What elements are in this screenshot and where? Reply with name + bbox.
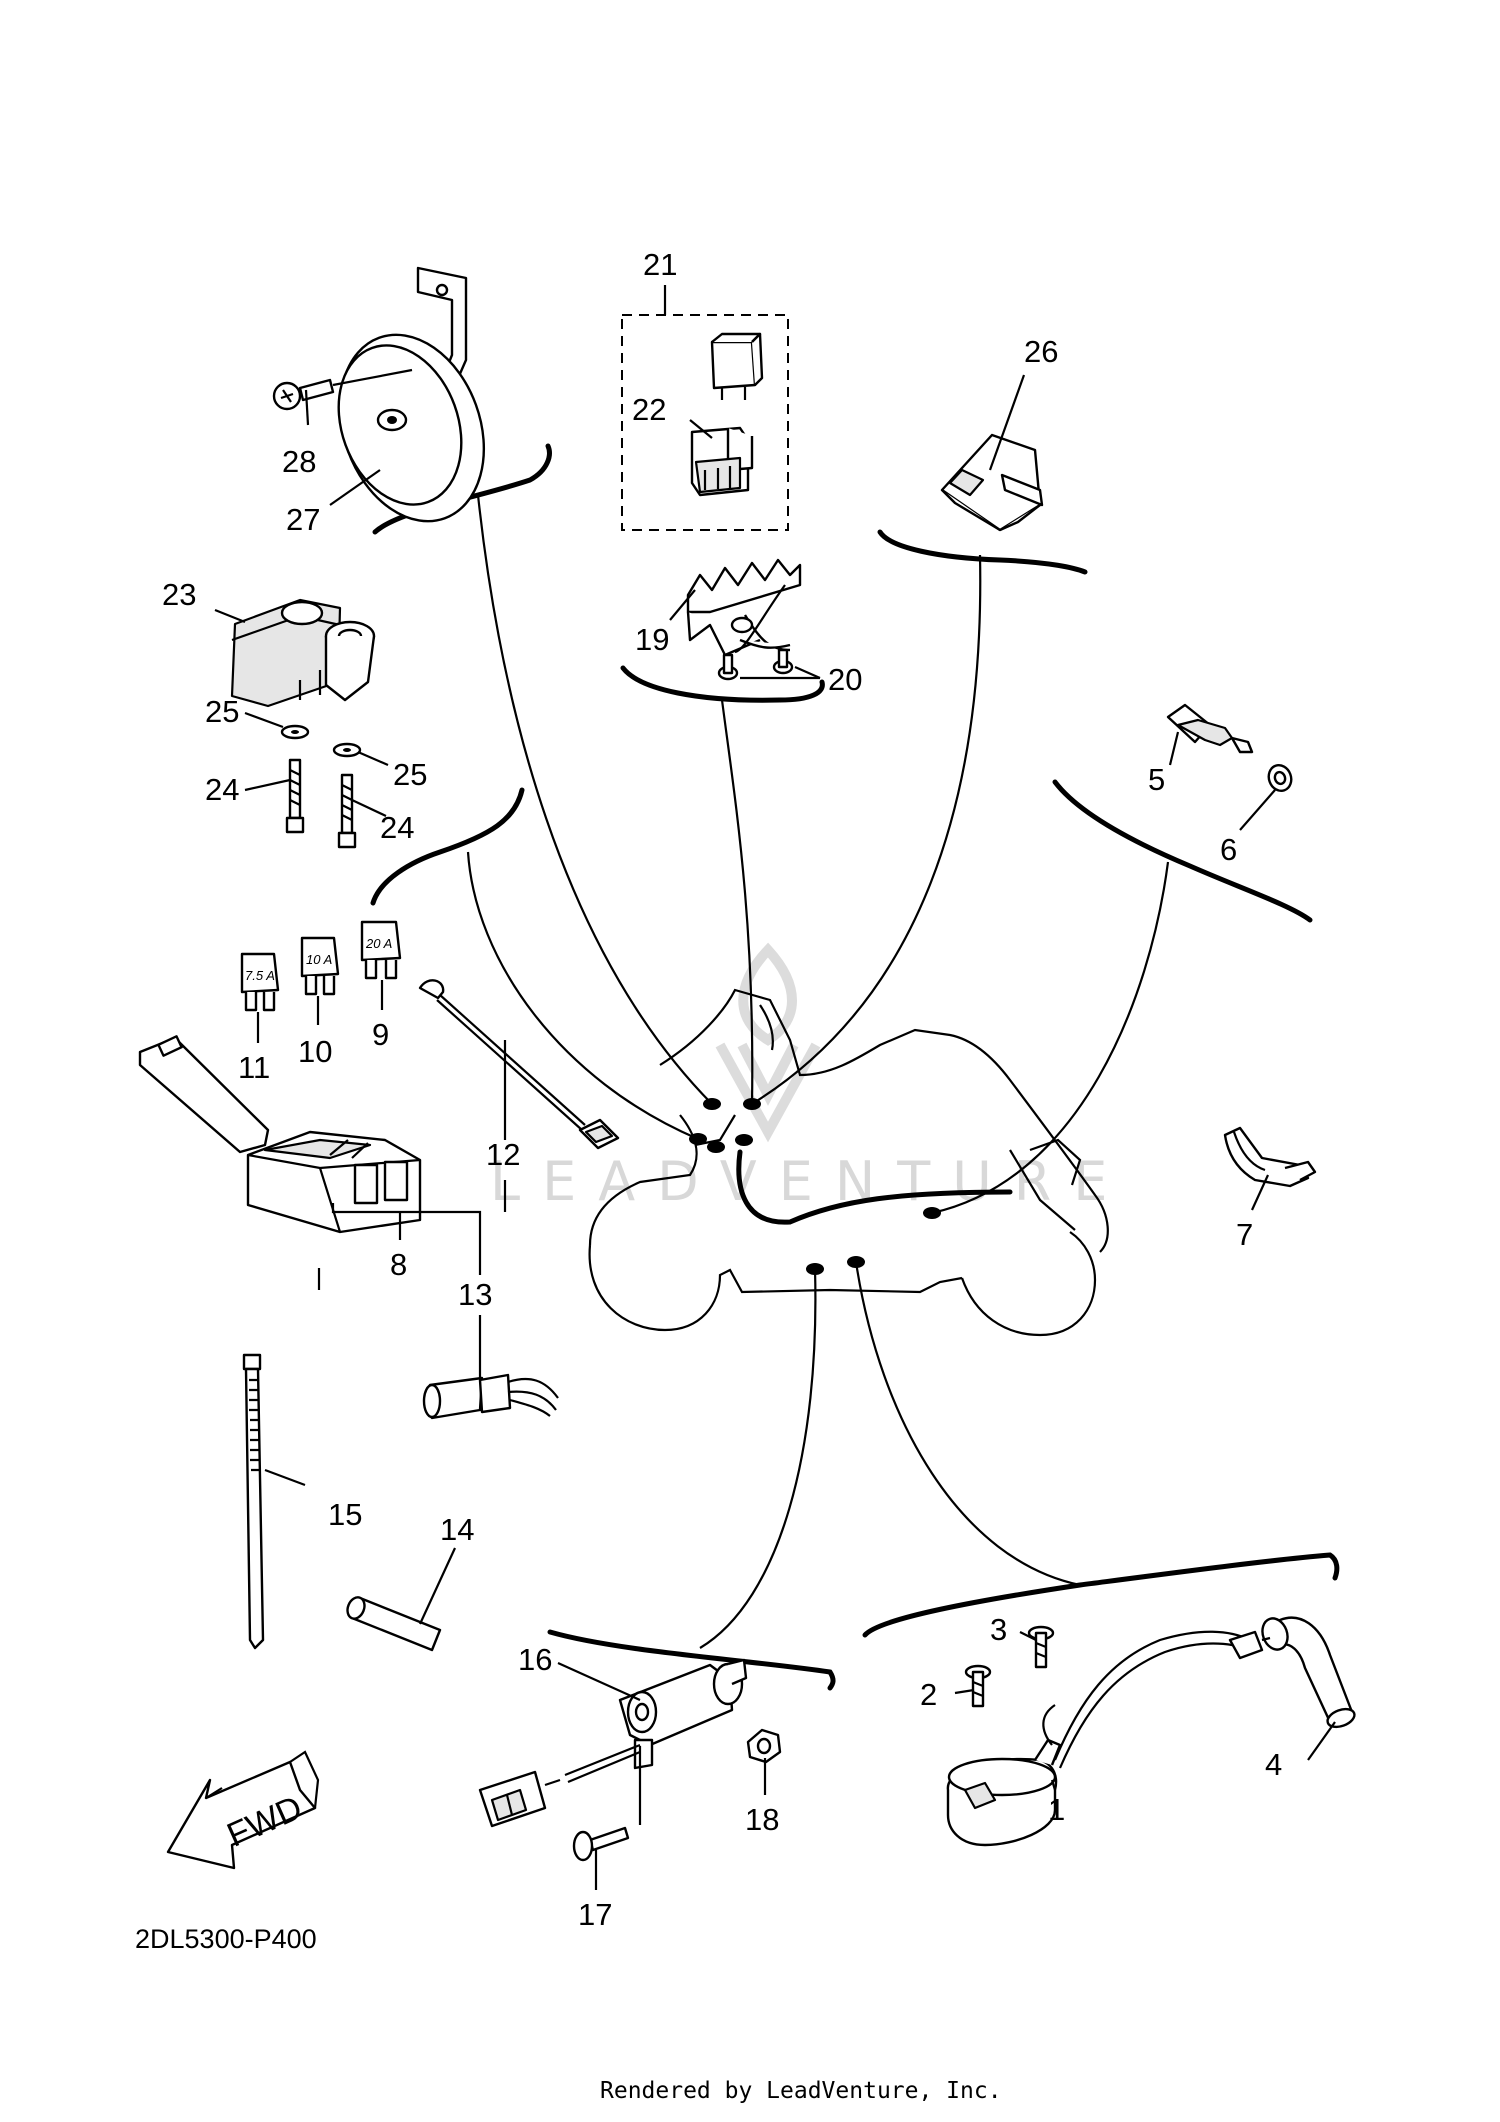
callout-7: 7 bbox=[1236, 1217, 1253, 1252]
nut-part bbox=[746, 1728, 782, 1764]
callout-27: 27 bbox=[286, 502, 320, 537]
fuse-box-part bbox=[138, 1035, 422, 1234]
horn-bolt-part bbox=[272, 368, 413, 411]
fuse-holder-part bbox=[422, 1373, 559, 1420]
callout-14: 14 bbox=[440, 1512, 474, 1547]
callout-9: 9 bbox=[372, 1017, 389, 1052]
watermark-logo bbox=[715, 942, 821, 1143]
callout-leaders bbox=[214, 285, 1336, 1890]
callout-8: 8 bbox=[390, 1247, 407, 1282]
fuse-box-leaders bbox=[331, 1040, 507, 1378]
bracket-part bbox=[686, 558, 802, 657]
wire-harness bbox=[736, 1149, 1013, 1225]
tube-part bbox=[346, 1596, 442, 1652]
relay-holder-part bbox=[690, 426, 754, 497]
ignition-coil-part bbox=[946, 1630, 1251, 1847]
sensor-part bbox=[1166, 703, 1254, 754]
callout-1: 1 bbox=[1048, 1792, 1065, 1827]
fuse-7.5a-part: 7.5 A bbox=[240, 952, 280, 1012]
callout-20: 20 bbox=[828, 662, 862, 697]
callout-2: 2 bbox=[920, 1677, 937, 1712]
callout-15: 15 bbox=[328, 1497, 362, 1532]
clamp-part bbox=[1223, 1126, 1317, 1188]
callout-25-right: 25 bbox=[393, 757, 427, 792]
connector-part bbox=[940, 433, 1044, 532]
callout-4: 4 bbox=[1265, 1747, 1282, 1782]
callout-19: 19 bbox=[635, 622, 669, 657]
callout-13: 13 bbox=[458, 1277, 492, 1312]
callout-10: 10 bbox=[298, 1034, 332, 1069]
callout-3: 3 bbox=[990, 1612, 1007, 1647]
callout-numbers: 1 2 3 4 5 6 7 8 9 10 11 12 13 14 15 16 1… bbox=[162, 247, 1282, 1932]
unit-part bbox=[230, 598, 376, 708]
gasket-part bbox=[1267, 764, 1293, 792]
relay-group-box bbox=[621, 314, 789, 531]
switch-screw-part bbox=[572, 1746, 642, 1862]
render-credit: Rendered by LeadVenture, Inc. bbox=[600, 2078, 1002, 2104]
switch-connector-part bbox=[478, 1770, 547, 1828]
callout-24-right: 24 bbox=[380, 810, 414, 845]
switch-part bbox=[544, 1658, 748, 1787]
fuse-20a-part: 20 A bbox=[360, 920, 402, 980]
bracket-bolts-part bbox=[717, 648, 821, 681]
forward-arrow: FWD bbox=[166, 1750, 320, 1870]
leader-curves bbox=[466, 494, 1170, 1649]
callout-25-left: 25 bbox=[205, 694, 239, 729]
callout-6: 6 bbox=[1220, 832, 1237, 867]
diagram-code: 2DL5300-P400 bbox=[135, 1924, 317, 1954]
callout-17: 17 bbox=[578, 1897, 612, 1932]
fuse-7.5a-rating: 7.5 A bbox=[245, 968, 275, 983]
fuse-10a-part: 10 A bbox=[300, 936, 340, 996]
relay-part bbox=[710, 332, 764, 400]
fuse-20a-rating: 20 A bbox=[365, 936, 392, 951]
fuse-10a-rating: 10 A bbox=[306, 952, 332, 967]
washers-part bbox=[280, 724, 362, 758]
callout-24-left: 24 bbox=[205, 772, 239, 807]
callout-11: 11 bbox=[238, 1050, 270, 1085]
horn-part bbox=[337, 266, 486, 523]
cable-tie-part bbox=[242, 1353, 265, 1650]
callout-21: 21 bbox=[643, 247, 677, 282]
callout-12: 12 bbox=[486, 1137, 520, 1172]
callout-16: 16 bbox=[518, 1642, 552, 1677]
callout-18: 18 bbox=[745, 1802, 779, 1837]
callout-28: 28 bbox=[282, 444, 316, 479]
callout-22: 22 bbox=[632, 392, 666, 427]
callout-26: 26 bbox=[1024, 334, 1058, 369]
callout-5: 5 bbox=[1148, 762, 1165, 797]
screws-part bbox=[285, 758, 357, 849]
callout-23: 23 bbox=[162, 577, 196, 612]
coil-bolts-part bbox=[964, 1625, 1055, 1708]
lead-wire-part bbox=[418, 979, 620, 1150]
group-brackets bbox=[370, 443, 1340, 1691]
plug-cap-part bbox=[1228, 1616, 1356, 1729]
